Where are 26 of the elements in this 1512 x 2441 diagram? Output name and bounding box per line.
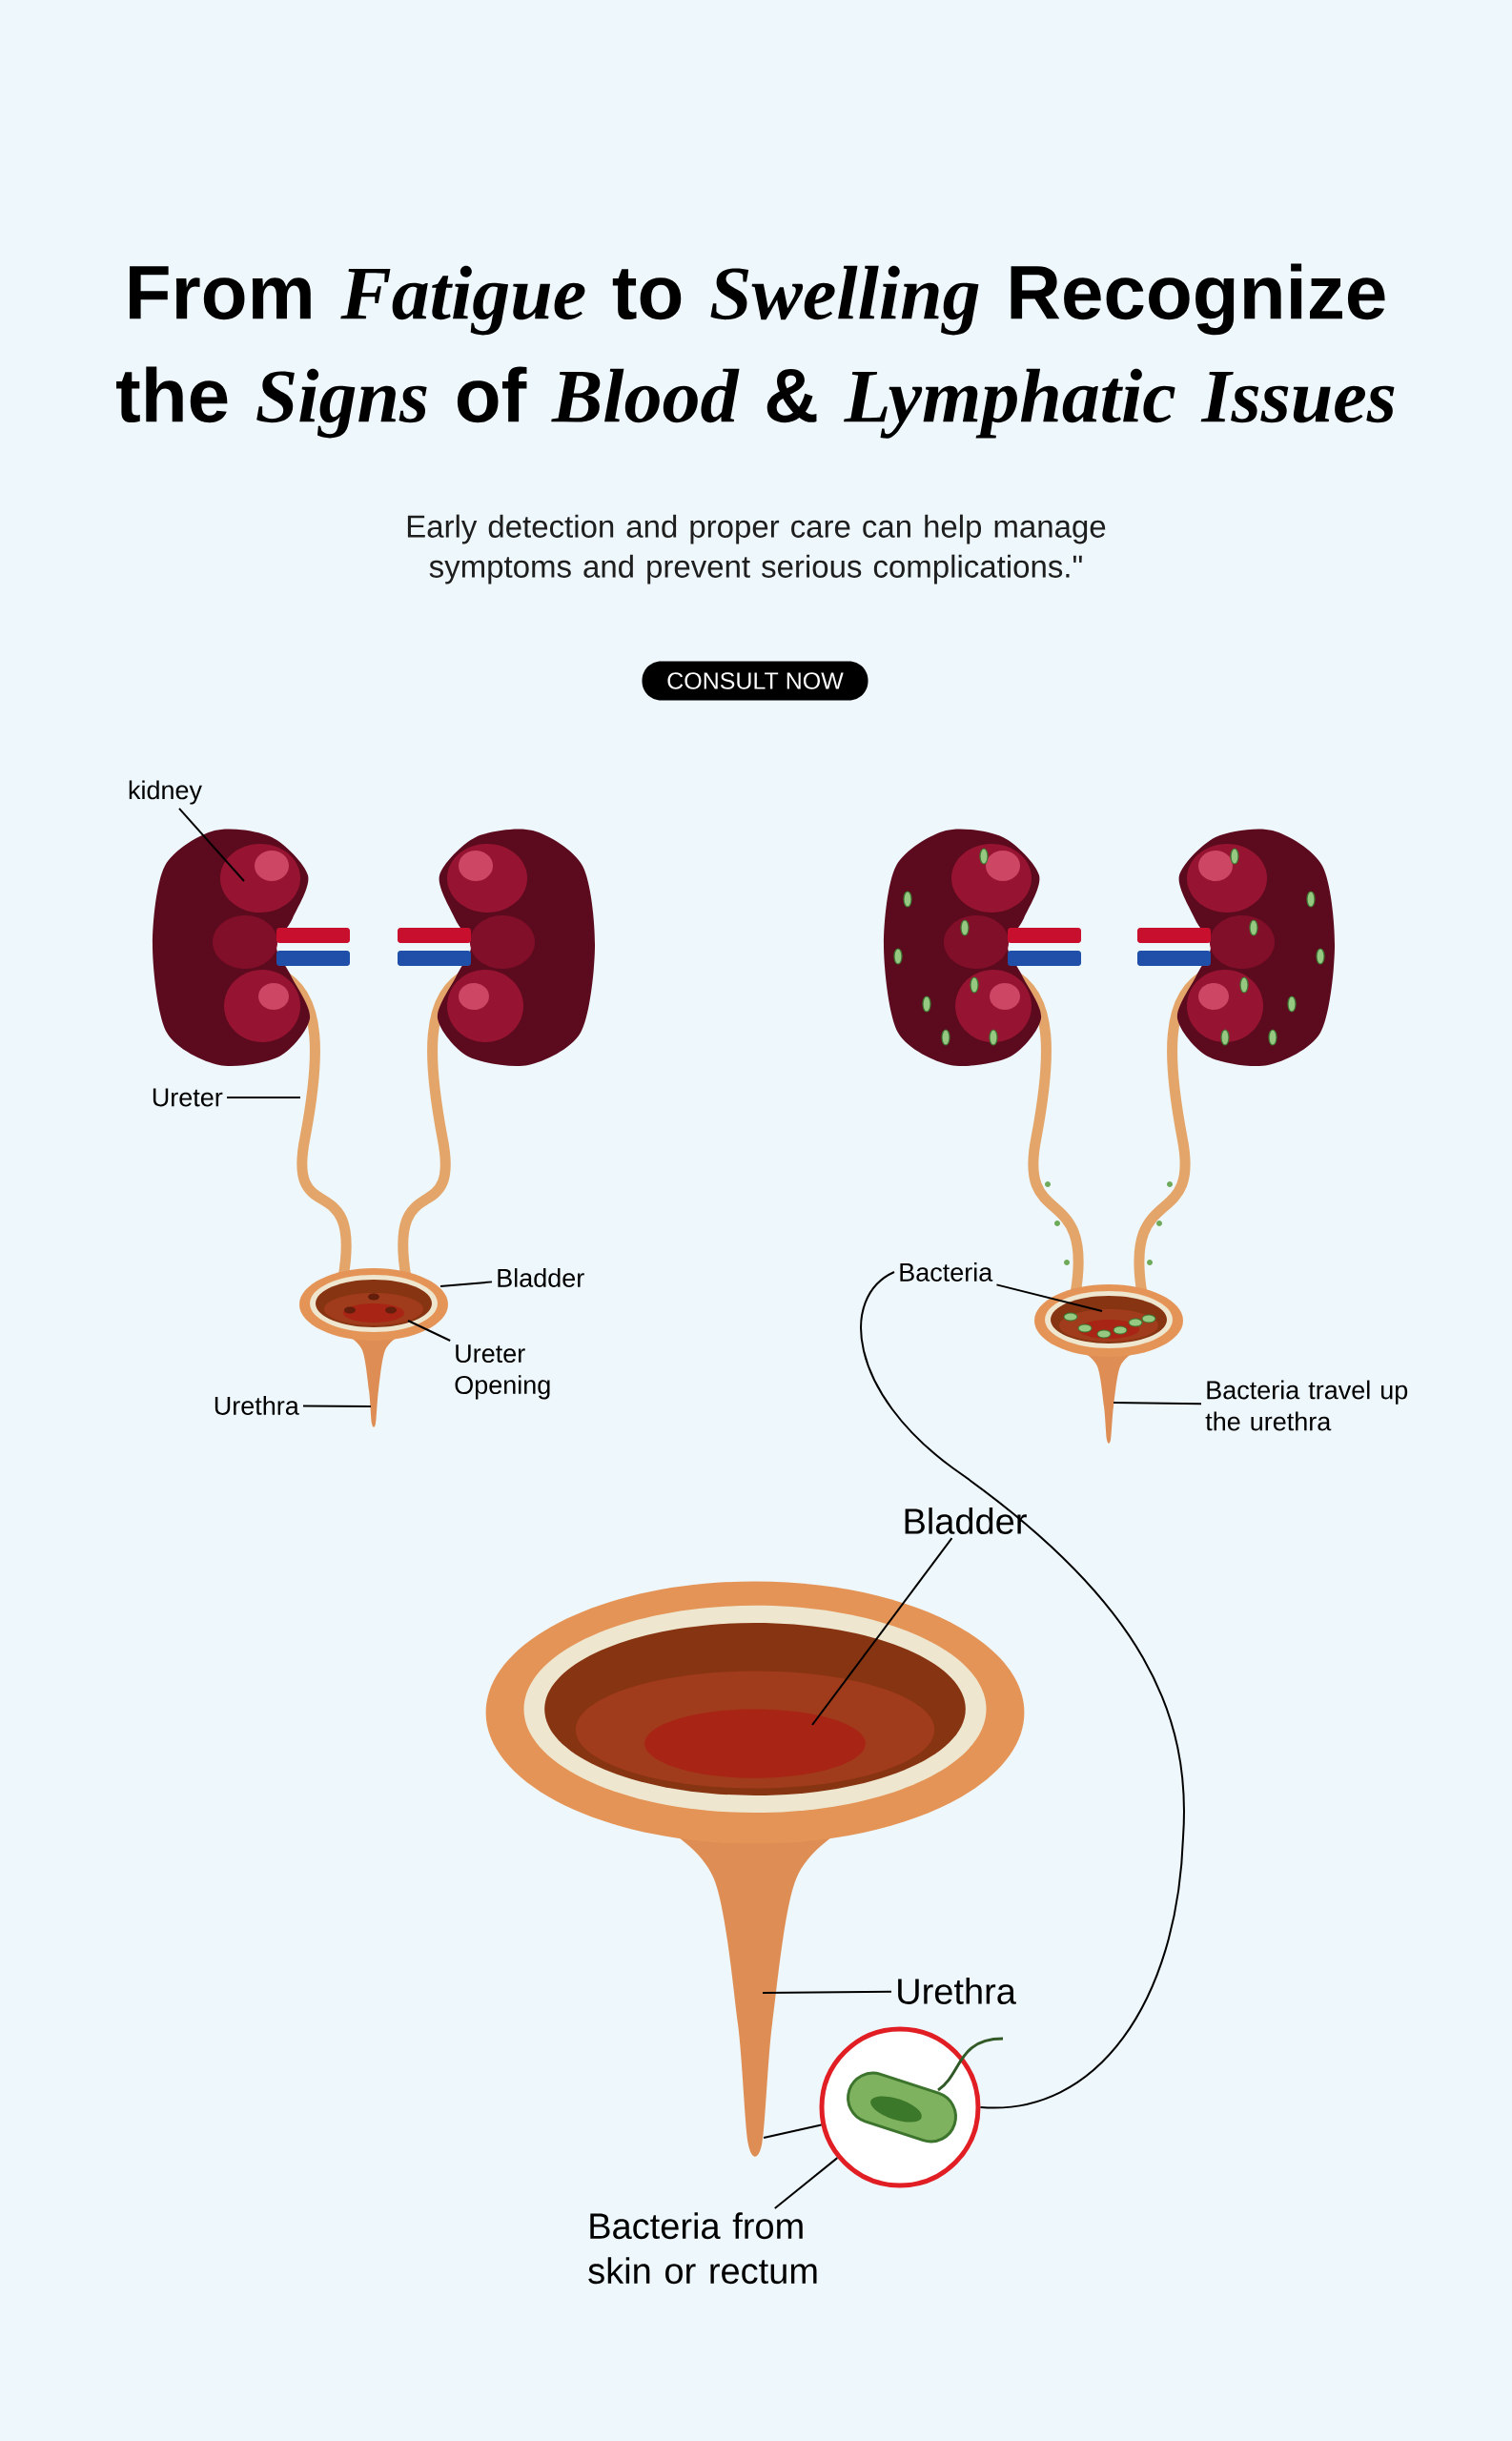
leader-line	[762, 1990, 892, 1994]
callout-text: Bacteria from skin or rectum	[588, 2212, 817, 2285]
callout-text: Bacteria travel up the urethra	[1205, 1380, 1408, 1431]
bacterium-circle	[819, 2026, 1004, 2188]
leader-line	[995, 1283, 1103, 1312]
leader-line	[773, 2157, 839, 2210]
leader-line	[407, 1320, 452, 1342]
leader-line	[177, 807, 245, 882]
part-label: Bladder	[905, 1508, 1027, 1534]
connector-curve	[860, 1271, 1185, 2109]
title: From Fatigue to Swelling Recognize the Signs of Blood & Lymphatic Issues	[116, 263, 1395, 439]
part-label: kidney	[129, 780, 202, 805]
part-label: Urethra	[898, 1978, 1016, 2004]
leader-line	[302, 1405, 372, 1407]
subtitle: Early detection and proper care can help manage symptoms and prevent serious complications."	[407, 514, 1106, 585]
part-label: Bladder	[498, 1268, 584, 1287]
leader-line	[439, 1281, 493, 1287]
part-label: Ureter Opening	[455, 1344, 550, 1400]
consult-button: CONSULT NOW	[642, 661, 868, 701]
part-label: Bacteria	[900, 1262, 993, 1282]
part-label: Ureter	[153, 1088, 223, 1107]
part-label: Urethra	[215, 1396, 299, 1415]
leader-line	[226, 1097, 301, 1098]
leader-line	[1113, 1402, 1202, 1405]
leader-line	[763, 2123, 823, 2139]
leader-line	[811, 1537, 953, 1726]
